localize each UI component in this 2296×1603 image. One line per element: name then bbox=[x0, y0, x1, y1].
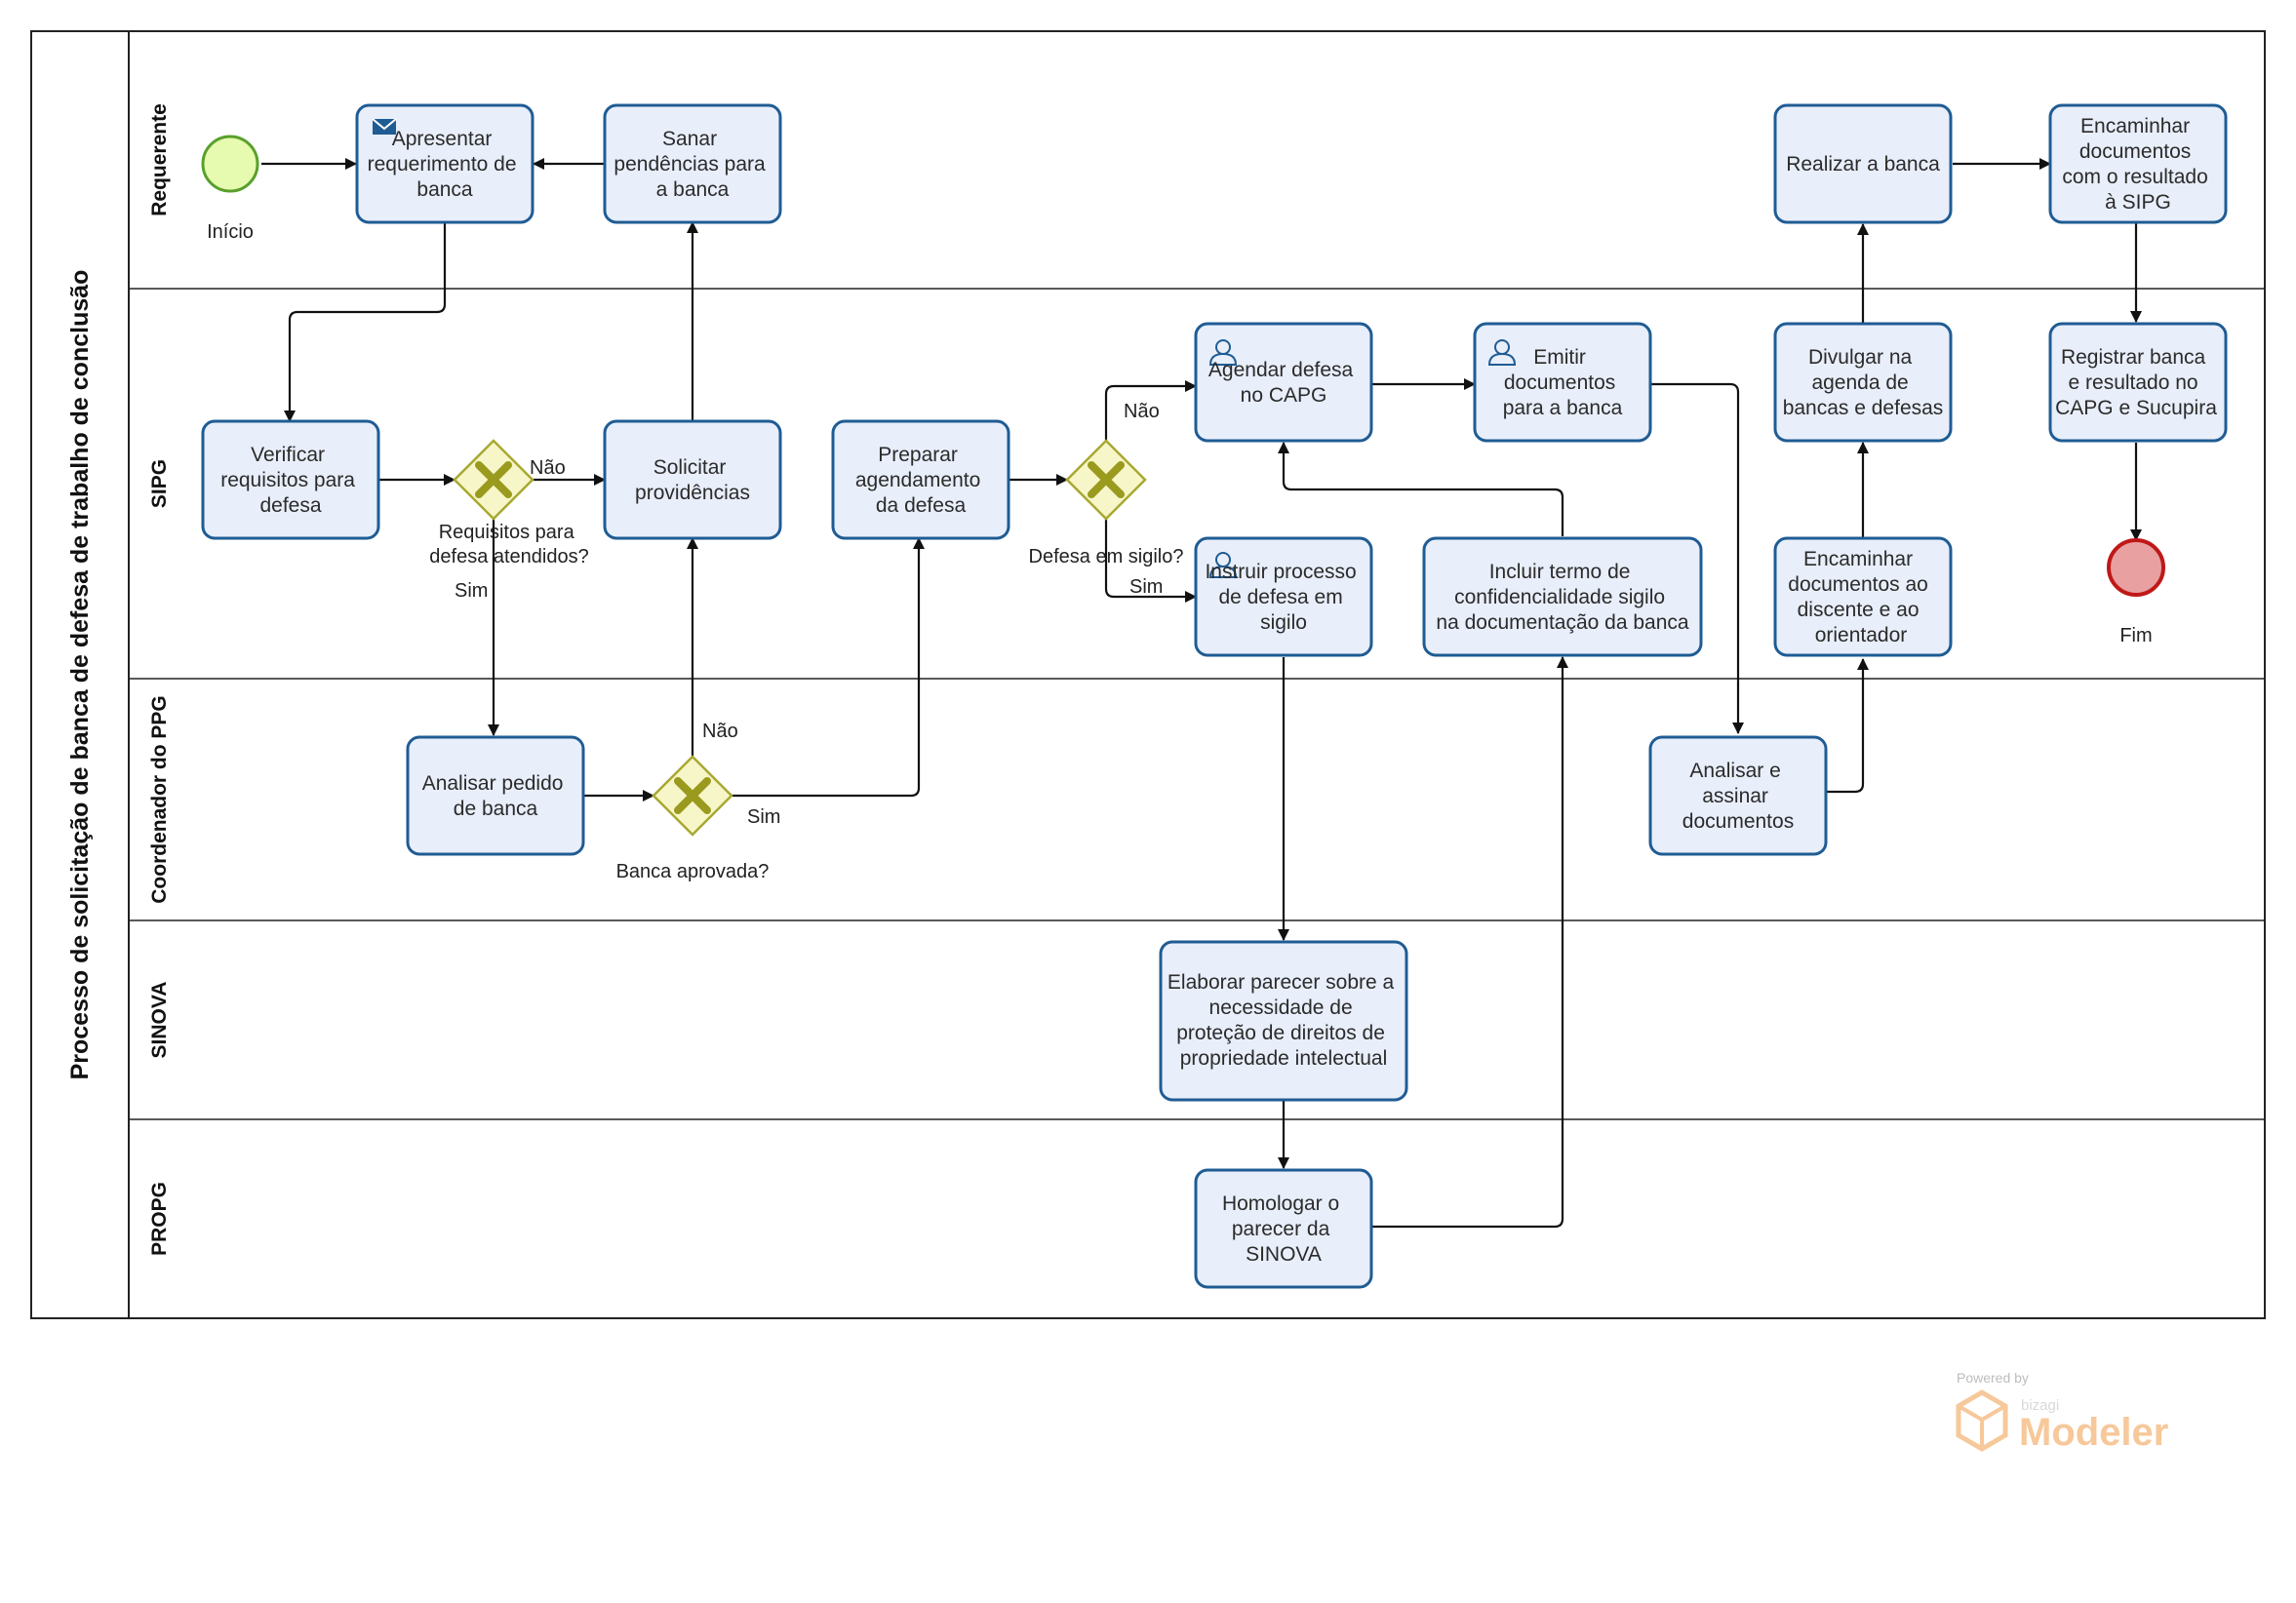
svg-text:Apresentar requerimento: Apresentar requerimento de banca bbox=[368, 128, 523, 201]
pool-border bbox=[30, 30, 2266, 1319]
svg-text:Agendar defesa no CAPG: Agendar defesa no CAPG bbox=[1208, 359, 1359, 407]
gateway-sigilo-label: Defesa em sigilo? bbox=[1029, 546, 1184, 567]
lane-label-sipg: SIPG bbox=[148, 459, 171, 508]
svg-text:Analisar e assinar: Analisar e assinar documentos bbox=[1682, 760, 1794, 833]
envelope-icon bbox=[372, 118, 397, 135]
task-solicitar: Solicitar providências bbox=[603, 419, 782, 540]
flow-label-nao-sigilo: Não bbox=[1124, 401, 1160, 422]
svg-text:Preparar agendamento: Preparar agendamento da defesa bbox=[855, 444, 986, 517]
flow-label-nao-banca: Não bbox=[702, 721, 738, 742]
flow-label-nao-requisitos: Não bbox=[530, 457, 566, 479]
flow-label-sim-requisitos: Sim bbox=[455, 580, 488, 602]
user-icon bbox=[1487, 339, 1517, 366]
task-emitir: Emitir documentos para a banca bbox=[1473, 322, 1652, 443]
user-icon bbox=[1208, 552, 1238, 578]
svg-text:Encaminhar documentos: Encaminhar documentos com o resultado à … bbox=[2062, 115, 2213, 214]
task-analisar-pedido: Analisar pedido de banca bbox=[406, 735, 585, 856]
end-event bbox=[2107, 538, 2165, 597]
pool-title: Processo de solicitação de banca de defe… bbox=[66, 270, 94, 1080]
svg-text:Analisar pedido de banca: Analisar pedido de banca bbox=[422, 772, 570, 820]
task-preparar: Preparar agendamento da defesa bbox=[831, 419, 1010, 540]
lane-label-coordenador: Coordenador do PPG bbox=[148, 695, 171, 904]
task-encaminhar-discente: Encaminhar documentos ao discente e ao o… bbox=[1773, 536, 1953, 657]
svg-text:Divulgar na agenda de: Divulgar na agenda de bancas e defesas bbox=[1783, 346, 1944, 419]
lane-label-propg: PROPG bbox=[148, 1182, 171, 1256]
svg-text:Elaborar parecer sobre a: Elaborar parecer sobre a necessidade de … bbox=[1168, 971, 1400, 1070]
task-sanar: Sanar pendências para a banca bbox=[603, 103, 782, 224]
svg-text:Realizar a banca: Realizar a banca bbox=[1786, 153, 1940, 176]
svg-text:Verificar requisitos par: Verificar requisitos para defesa bbox=[220, 444, 361, 517]
svg-text:Incluir termo de confide: Incluir termo de confidencialidade sigil… bbox=[1436, 561, 1689, 634]
flow-label-sim-sigilo: Sim bbox=[1129, 576, 1163, 598]
task-homologar: Homologar o parecer da SINOVA bbox=[1194, 1168, 1373, 1289]
bizagi-logo-icon bbox=[1956, 1389, 2008, 1452]
svg-text:Homologar o parecer da: Homologar o parecer da SINOVA bbox=[1222, 1192, 1345, 1266]
watermark-powered: Powered by bbox=[1957, 1370, 2029, 1386]
task-elaborar: Elaborar parecer sobre a necessidade de … bbox=[1159, 940, 1408, 1102]
watermark-product: Modeler bbox=[2019, 1411, 2168, 1454]
svg-text:Encaminhar documentos ao: Encaminhar documentos ao discente e ao o… bbox=[1788, 548, 1933, 646]
task-apresentar: Apresentar requerimento de banca bbox=[355, 103, 534, 224]
flow-label-sim-banca: Sim bbox=[747, 806, 780, 828]
task-divulgar: Divulgar na agenda de bancas e defesas bbox=[1773, 322, 1953, 443]
svg-text:Registrar banca e result: Registrar banca e resultado no CAPG e Su… bbox=[2055, 346, 2217, 419]
svg-text:Sanar pendências para: Sanar pendências para a banca bbox=[614, 128, 771, 201]
end-event-label: Fim bbox=[2119, 625, 2152, 646]
sequence-flows bbox=[261, 158, 2142, 1229]
task-incluir: Incluir termo de confidencialidade sigil… bbox=[1422, 536, 1703, 657]
svg-text:Emitir documentos: Emitir documentos para a banca bbox=[1503, 346, 1623, 419]
task-agendar: Agendar defesa no CAPG bbox=[1194, 322, 1373, 443]
bizagi-watermark: Powered by bizagi Modeler bbox=[1956, 1370, 2168, 1454]
task-realizar: Realizar a banca bbox=[1773, 103, 1953, 224]
lane-label-sinova: SINOVA bbox=[148, 982, 171, 1059]
svg-text:Instruir processo de def: Instruir processo de defesa em sigilo bbox=[1205, 561, 1362, 634]
task-instruir: Instruir processo de defesa em sigilo bbox=[1194, 536, 1373, 657]
gateway-sigilo bbox=[1065, 439, 1147, 521]
gateway-requisitos bbox=[453, 439, 534, 521]
task-registrar: Registrar banca e resultado no CAPG e Su… bbox=[2048, 322, 2228, 443]
start-event-label: Início bbox=[207, 221, 254, 243]
watermark-brand: bizagi bbox=[2021, 1397, 2059, 1414]
start-event bbox=[201, 135, 259, 193]
task-analisar-assinar: Analisar e assinar documentos bbox=[1648, 735, 1828, 856]
gateway-banca bbox=[652, 755, 733, 837]
gateway-banca-label: Banca aprovada? bbox=[616, 861, 770, 882]
gateway-requisitos-label: Requisitos para defesa atendidos? bbox=[429, 522, 588, 567]
task-encaminhar-sipg: Encaminhar documentos com o resultado à … bbox=[2048, 103, 2228, 224]
user-icon bbox=[1208, 339, 1238, 366]
lane-label-requerente: Requerente bbox=[148, 103, 171, 216]
task-verificar: Verificar requisitos para defesa bbox=[201, 419, 380, 540]
svg-text:Solicitar providências: Solicitar providências bbox=[635, 456, 750, 504]
